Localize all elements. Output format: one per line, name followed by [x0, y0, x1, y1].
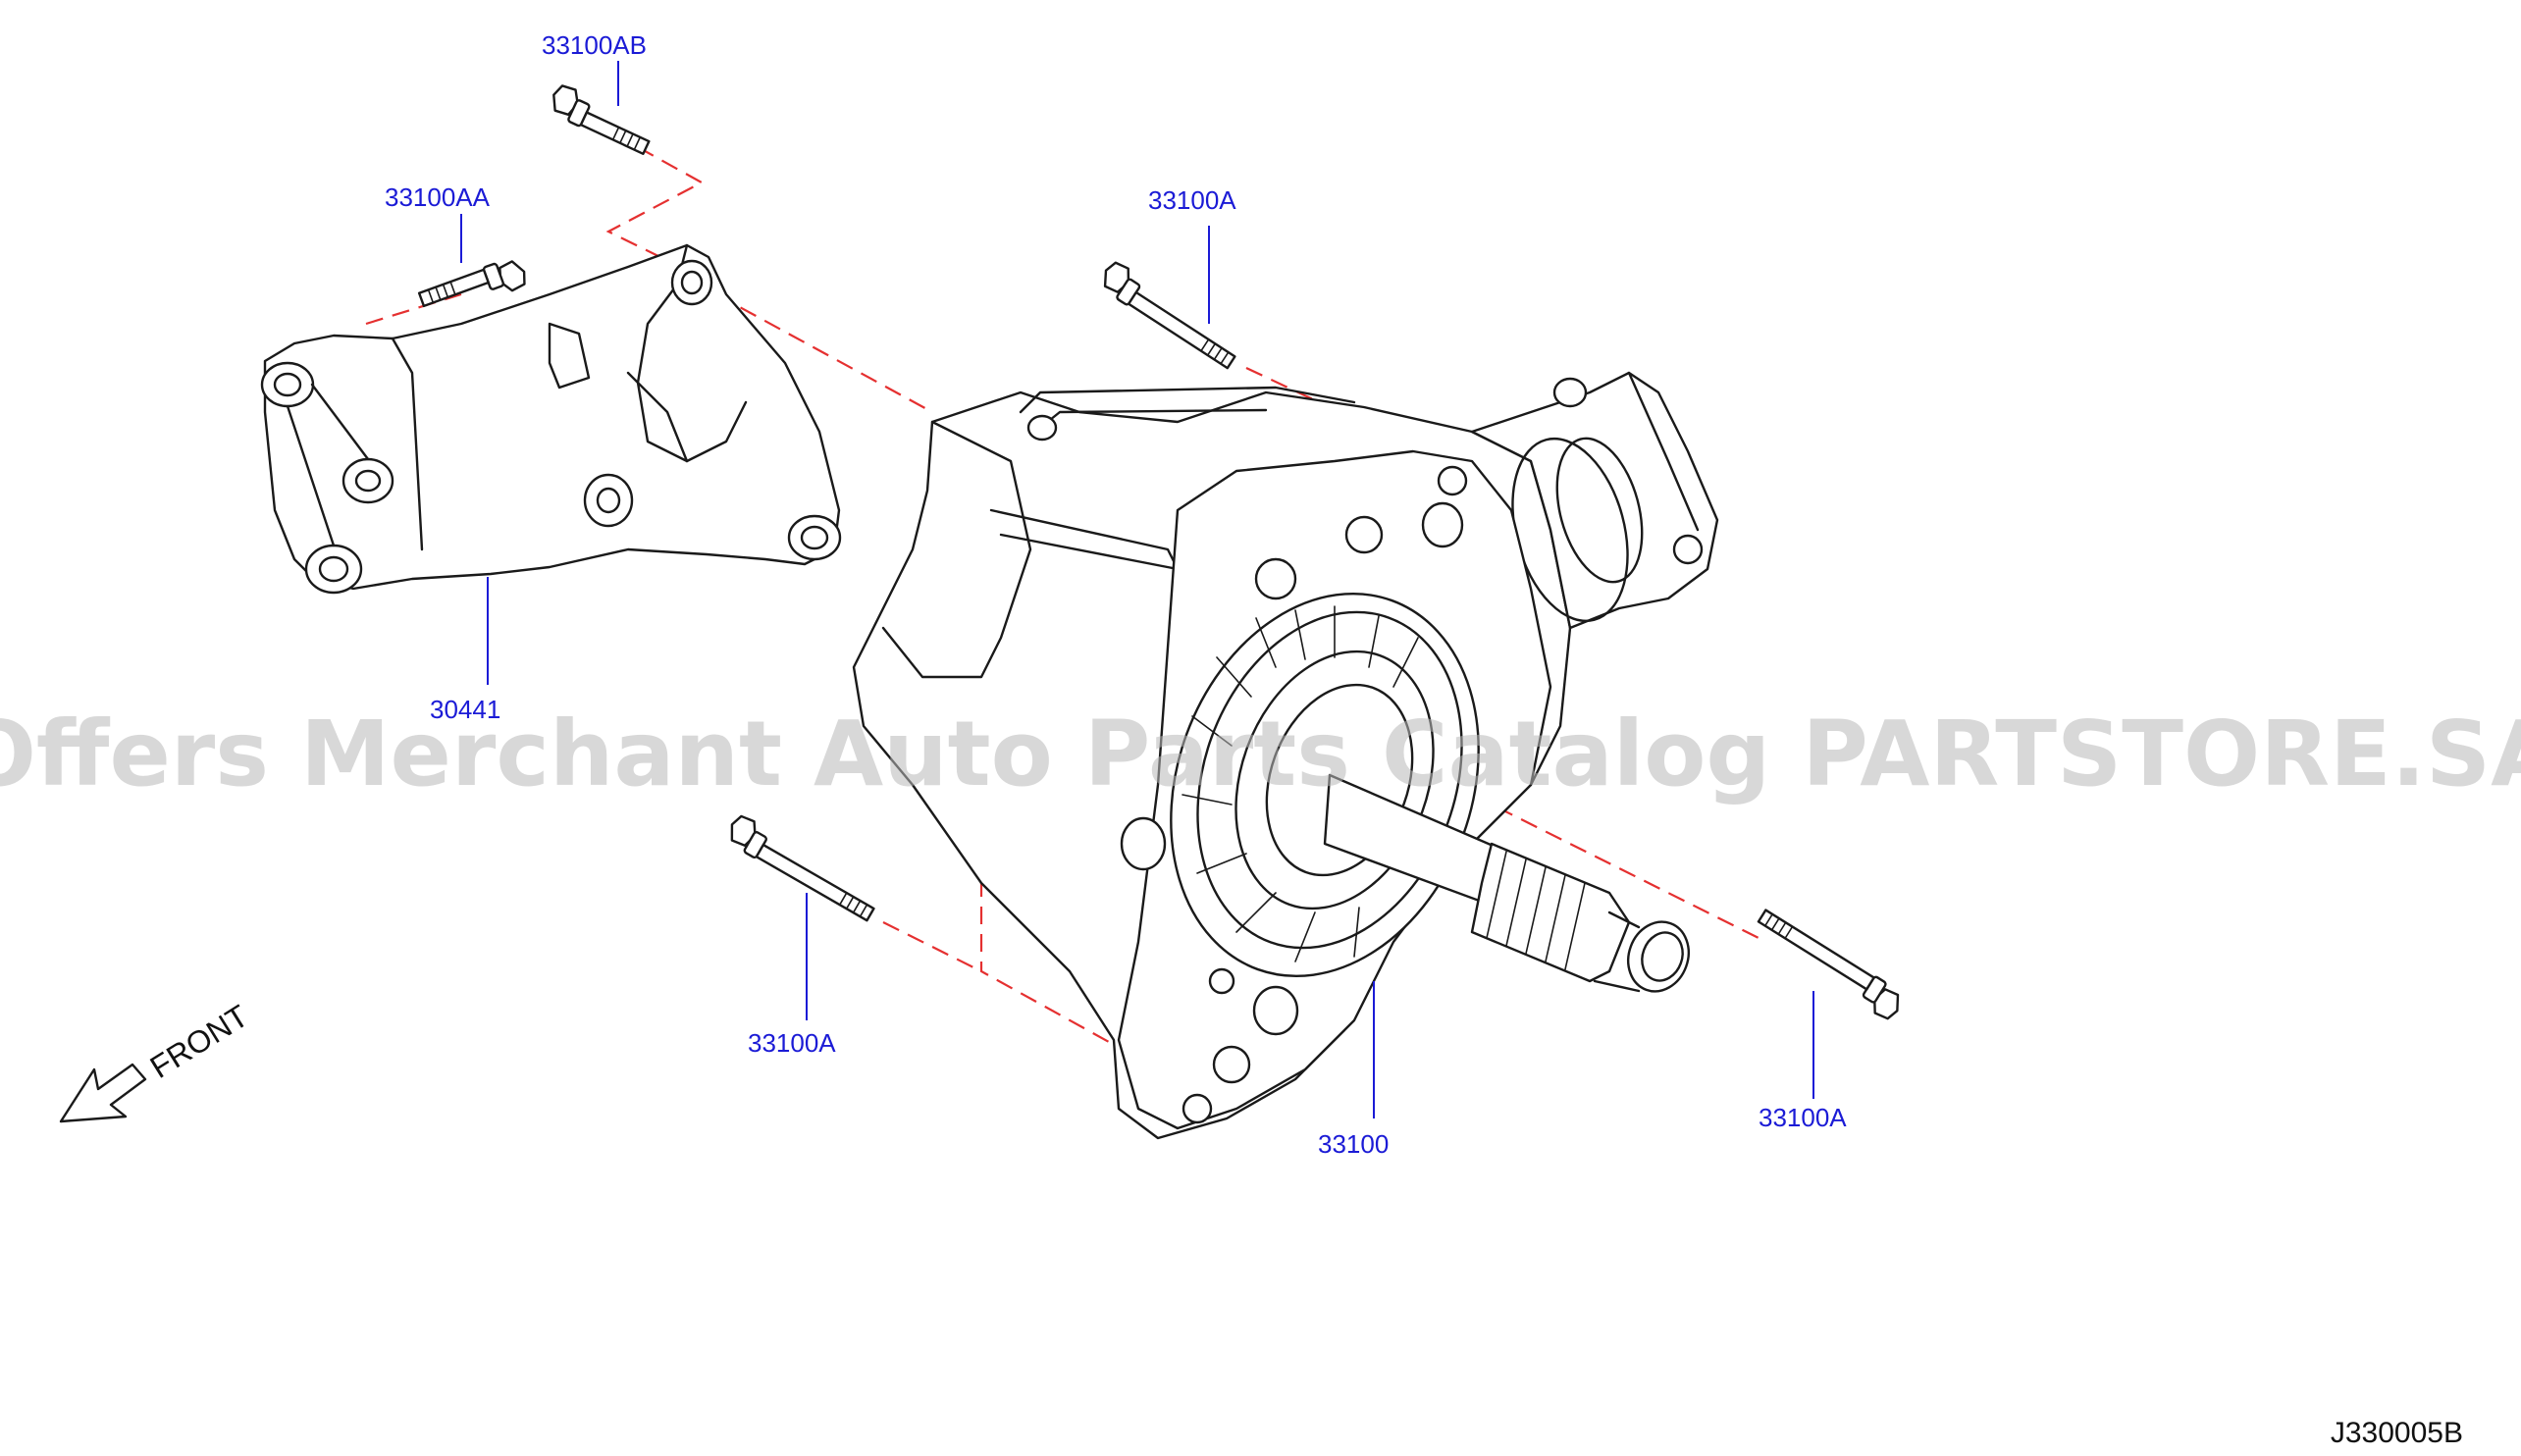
bolt-33100ab-icon[interactable]	[547, 82, 656, 156]
transfer-case-33100[interactable]	[852, 371, 1719, 1140]
front-label: FRONT	[144, 998, 255, 1085]
bolt-33100aa-icon[interactable]	[417, 255, 528, 321]
diagram-code: J330005B	[2331, 1417, 2463, 1449]
label-33100aa[interactable]: 33100AA	[385, 182, 491, 212]
bolt-33100a-lower-left-icon[interactable]	[723, 812, 881, 922]
bolt-33100a-lower-right-icon[interactable]	[1750, 909, 1906, 1022]
label-33100ab[interactable]: 33100AB	[542, 30, 647, 60]
label-33100a-upper[interactable]: 33100A	[1148, 185, 1236, 215]
bracket-30441[interactable]	[260, 243, 842, 595]
watermark: Offers Merchant Auto Parts Catalog PARTS…	[0, 702, 2521, 806]
label-33100[interactable]: 33100	[1318, 1129, 1389, 1159]
front-arrow-icon	[59, 1063, 147, 1123]
label-30441[interactable]: 30441	[430, 695, 500, 724]
label-33100a-lower-right[interactable]: 33100A	[1759, 1103, 1847, 1132]
label-33100a-lower-left[interactable]: 33100A	[748, 1028, 836, 1058]
leader-lines	[460, 61, 1814, 1118]
bolt-33100a-upper-icon[interactable]	[1096, 259, 1243, 370]
